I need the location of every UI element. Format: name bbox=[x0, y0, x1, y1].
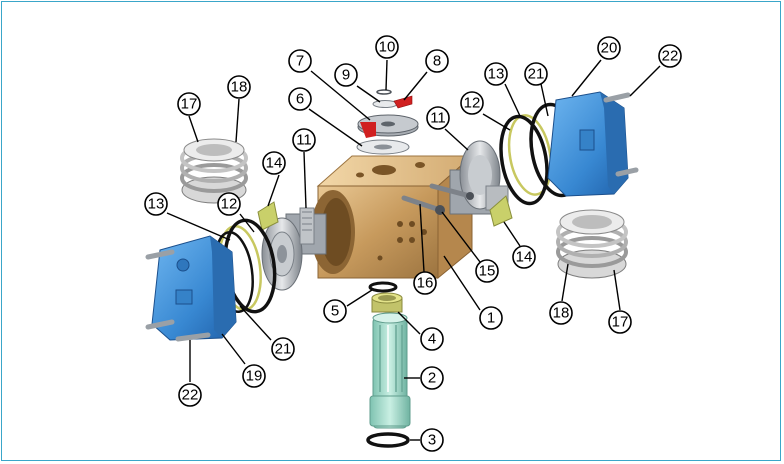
svg-text:14: 14 bbox=[266, 155, 283, 172]
callout-17-left: 17 bbox=[177, 92, 201, 116]
leader-lines bbox=[166, 59, 661, 441]
svg-text:18: 18 bbox=[553, 305, 570, 322]
callout-11-right: 11 bbox=[426, 106, 450, 130]
callout-8: 8 bbox=[425, 49, 449, 73]
svg-text:22: 22 bbox=[182, 387, 199, 404]
callout-18-left: 18 bbox=[227, 75, 251, 99]
svg-text:8: 8 bbox=[433, 53, 441, 70]
svg-text:20: 20 bbox=[601, 40, 618, 57]
callout-14-left: 14 bbox=[262, 151, 286, 175]
callout-12-left: 12 bbox=[217, 192, 241, 216]
svg-text:10: 10 bbox=[379, 39, 396, 56]
svg-text:6: 6 bbox=[296, 91, 304, 108]
callout-9: 9 bbox=[334, 63, 358, 87]
indicator-assembly bbox=[356, 89, 419, 155]
callout-22-right: 22 bbox=[658, 44, 682, 68]
callout-13-right: 13 bbox=[484, 62, 508, 86]
spring-left bbox=[180, 138, 248, 204]
svg-text:2: 2 bbox=[428, 370, 436, 387]
callout-6: 6 bbox=[288, 87, 312, 111]
bearing-ring bbox=[371, 292, 403, 313]
shaft-o-ring-bottom bbox=[366, 432, 410, 448]
callout-17-right: 17 bbox=[608, 310, 632, 334]
end-cap-right bbox=[547, 91, 639, 197]
svg-text:9: 9 bbox=[342, 67, 350, 84]
svg-text:21: 21 bbox=[275, 341, 292, 358]
callout-5: 5 bbox=[323, 299, 347, 323]
svg-text:13: 13 bbox=[148, 196, 165, 213]
callout-3: 3 bbox=[420, 428, 444, 452]
svg-text:4: 4 bbox=[428, 331, 436, 348]
svg-text:3: 3 bbox=[428, 432, 436, 449]
svg-text:7: 7 bbox=[296, 53, 304, 70]
svg-text:16: 16 bbox=[417, 275, 434, 292]
callout-2: 2 bbox=[420, 366, 444, 390]
callout-4: 4 bbox=[420, 327, 444, 351]
callout-20: 20 bbox=[597, 36, 621, 60]
callout-14-right: 14 bbox=[512, 245, 536, 269]
o-ring-right bbox=[499, 114, 549, 206]
callout-16: 16 bbox=[413, 271, 437, 295]
svg-text:22: 22 bbox=[662, 48, 679, 65]
svg-text:13: 13 bbox=[488, 66, 505, 83]
svg-text:11: 11 bbox=[430, 110, 446, 127]
callout-12-right: 12 bbox=[460, 91, 484, 115]
svg-text:17: 17 bbox=[612, 314, 629, 331]
svg-text:12: 12 bbox=[464, 95, 481, 112]
shaft-o-ring-top bbox=[368, 281, 398, 293]
callout-18-right: 18 bbox=[549, 301, 573, 325]
callout-7: 7 bbox=[288, 49, 312, 73]
callout-19: 19 bbox=[242, 364, 266, 388]
svg-text:15: 15 bbox=[479, 263, 496, 280]
limit-screws bbox=[401, 183, 474, 215]
callout-15: 15 bbox=[475, 259, 499, 283]
svg-text:18: 18 bbox=[231, 79, 248, 96]
svg-text:12: 12 bbox=[221, 196, 238, 213]
piston-left bbox=[261, 207, 327, 291]
callout-13-left: 13 bbox=[144, 192, 168, 216]
svg-text:17: 17 bbox=[181, 96, 198, 113]
callout-22-left: 22 bbox=[178, 383, 202, 407]
callout-10: 10 bbox=[375, 35, 399, 59]
output-shaft bbox=[369, 312, 411, 429]
guide-strip-right bbox=[489, 195, 513, 227]
svg-text:11: 11 bbox=[296, 132, 312, 149]
svg-text:5: 5 bbox=[331, 303, 339, 320]
actuator-body bbox=[311, 154, 474, 280]
end-cap-left bbox=[145, 235, 237, 342]
callouts: 1 2 3 4 5 6 7 8 9 10 11 11 12 12 13 13 1… bbox=[144, 35, 682, 452]
svg-text:1: 1 bbox=[487, 310, 495, 327]
callout-21-left: 21 bbox=[271, 337, 295, 361]
svg-text:14: 14 bbox=[516, 249, 533, 266]
callout-11-left: 11 bbox=[292, 128, 316, 152]
spring-right bbox=[556, 209, 628, 279]
svg-text:21: 21 bbox=[528, 66, 545, 83]
callout-1: 1 bbox=[479, 306, 503, 330]
svg-text:19: 19 bbox=[246, 368, 263, 385]
seal-ring-right bbox=[507, 114, 553, 196]
callout-21-right: 21 bbox=[524, 62, 548, 86]
